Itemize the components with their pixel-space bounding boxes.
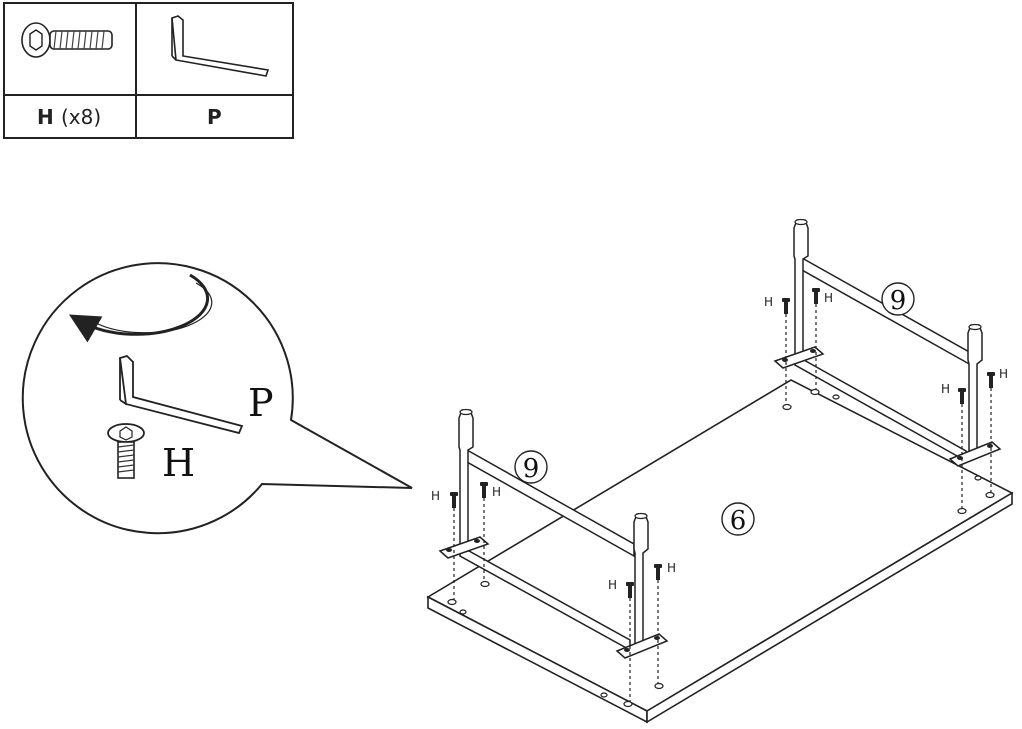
screw-quantity: (x8) — [61, 105, 101, 129]
screw-label: H — [999, 367, 1008, 381]
screw-label: H — [824, 291, 833, 305]
screw-label: H — [764, 295, 773, 309]
svg-text:9: 9 — [890, 286, 907, 316]
screw-guides — [453, 304, 992, 702]
screw-marker — [958, 388, 966, 404]
callout-screw-label: H — [162, 441, 195, 485]
callout-key-label: P — [248, 381, 274, 425]
screw-marker — [480, 482, 488, 498]
callout-screw-icon — [107, 423, 145, 479]
allen-key-icon — [171, 15, 270, 77]
callout-allen-key-icon — [119, 354, 244, 435]
leg-frame-front — [438, 408, 669, 659]
screw-label: H — [667, 561, 676, 575]
screw-marker — [812, 288, 820, 304]
svg-text:6: 6 — [730, 506, 747, 536]
screw-marker — [654, 564, 662, 580]
screw-markers — [450, 288, 995, 598]
screw-marker — [626, 582, 634, 598]
callout-bubble: P H — [21, 262, 413, 535]
screw-icon — [21, 22, 113, 58]
screw-letter-labels: H H H H H H H H — [431, 291, 1008, 592]
screw-label: H — [608, 578, 617, 592]
table-top — [426, 379, 1014, 724]
screw-marker — [782, 298, 790, 314]
screw-label: H — [492, 485, 501, 499]
key-letter: P — [207, 105, 222, 129]
parts-table: H (x8) P — [3, 2, 294, 139]
part-number-9-back: 9 — [881, 282, 915, 316]
part-number-9-front: 9 — [514, 450, 548, 484]
svg-text:9: 9 — [523, 454, 540, 484]
part-number-6: 6 — [721, 502, 755, 536]
screw-letter: H — [37, 105, 54, 129]
screw-marker — [987, 372, 995, 388]
screw-label: H — [941, 382, 950, 396]
screw-marker — [450, 492, 458, 508]
screw-label: H — [431, 489, 440, 503]
